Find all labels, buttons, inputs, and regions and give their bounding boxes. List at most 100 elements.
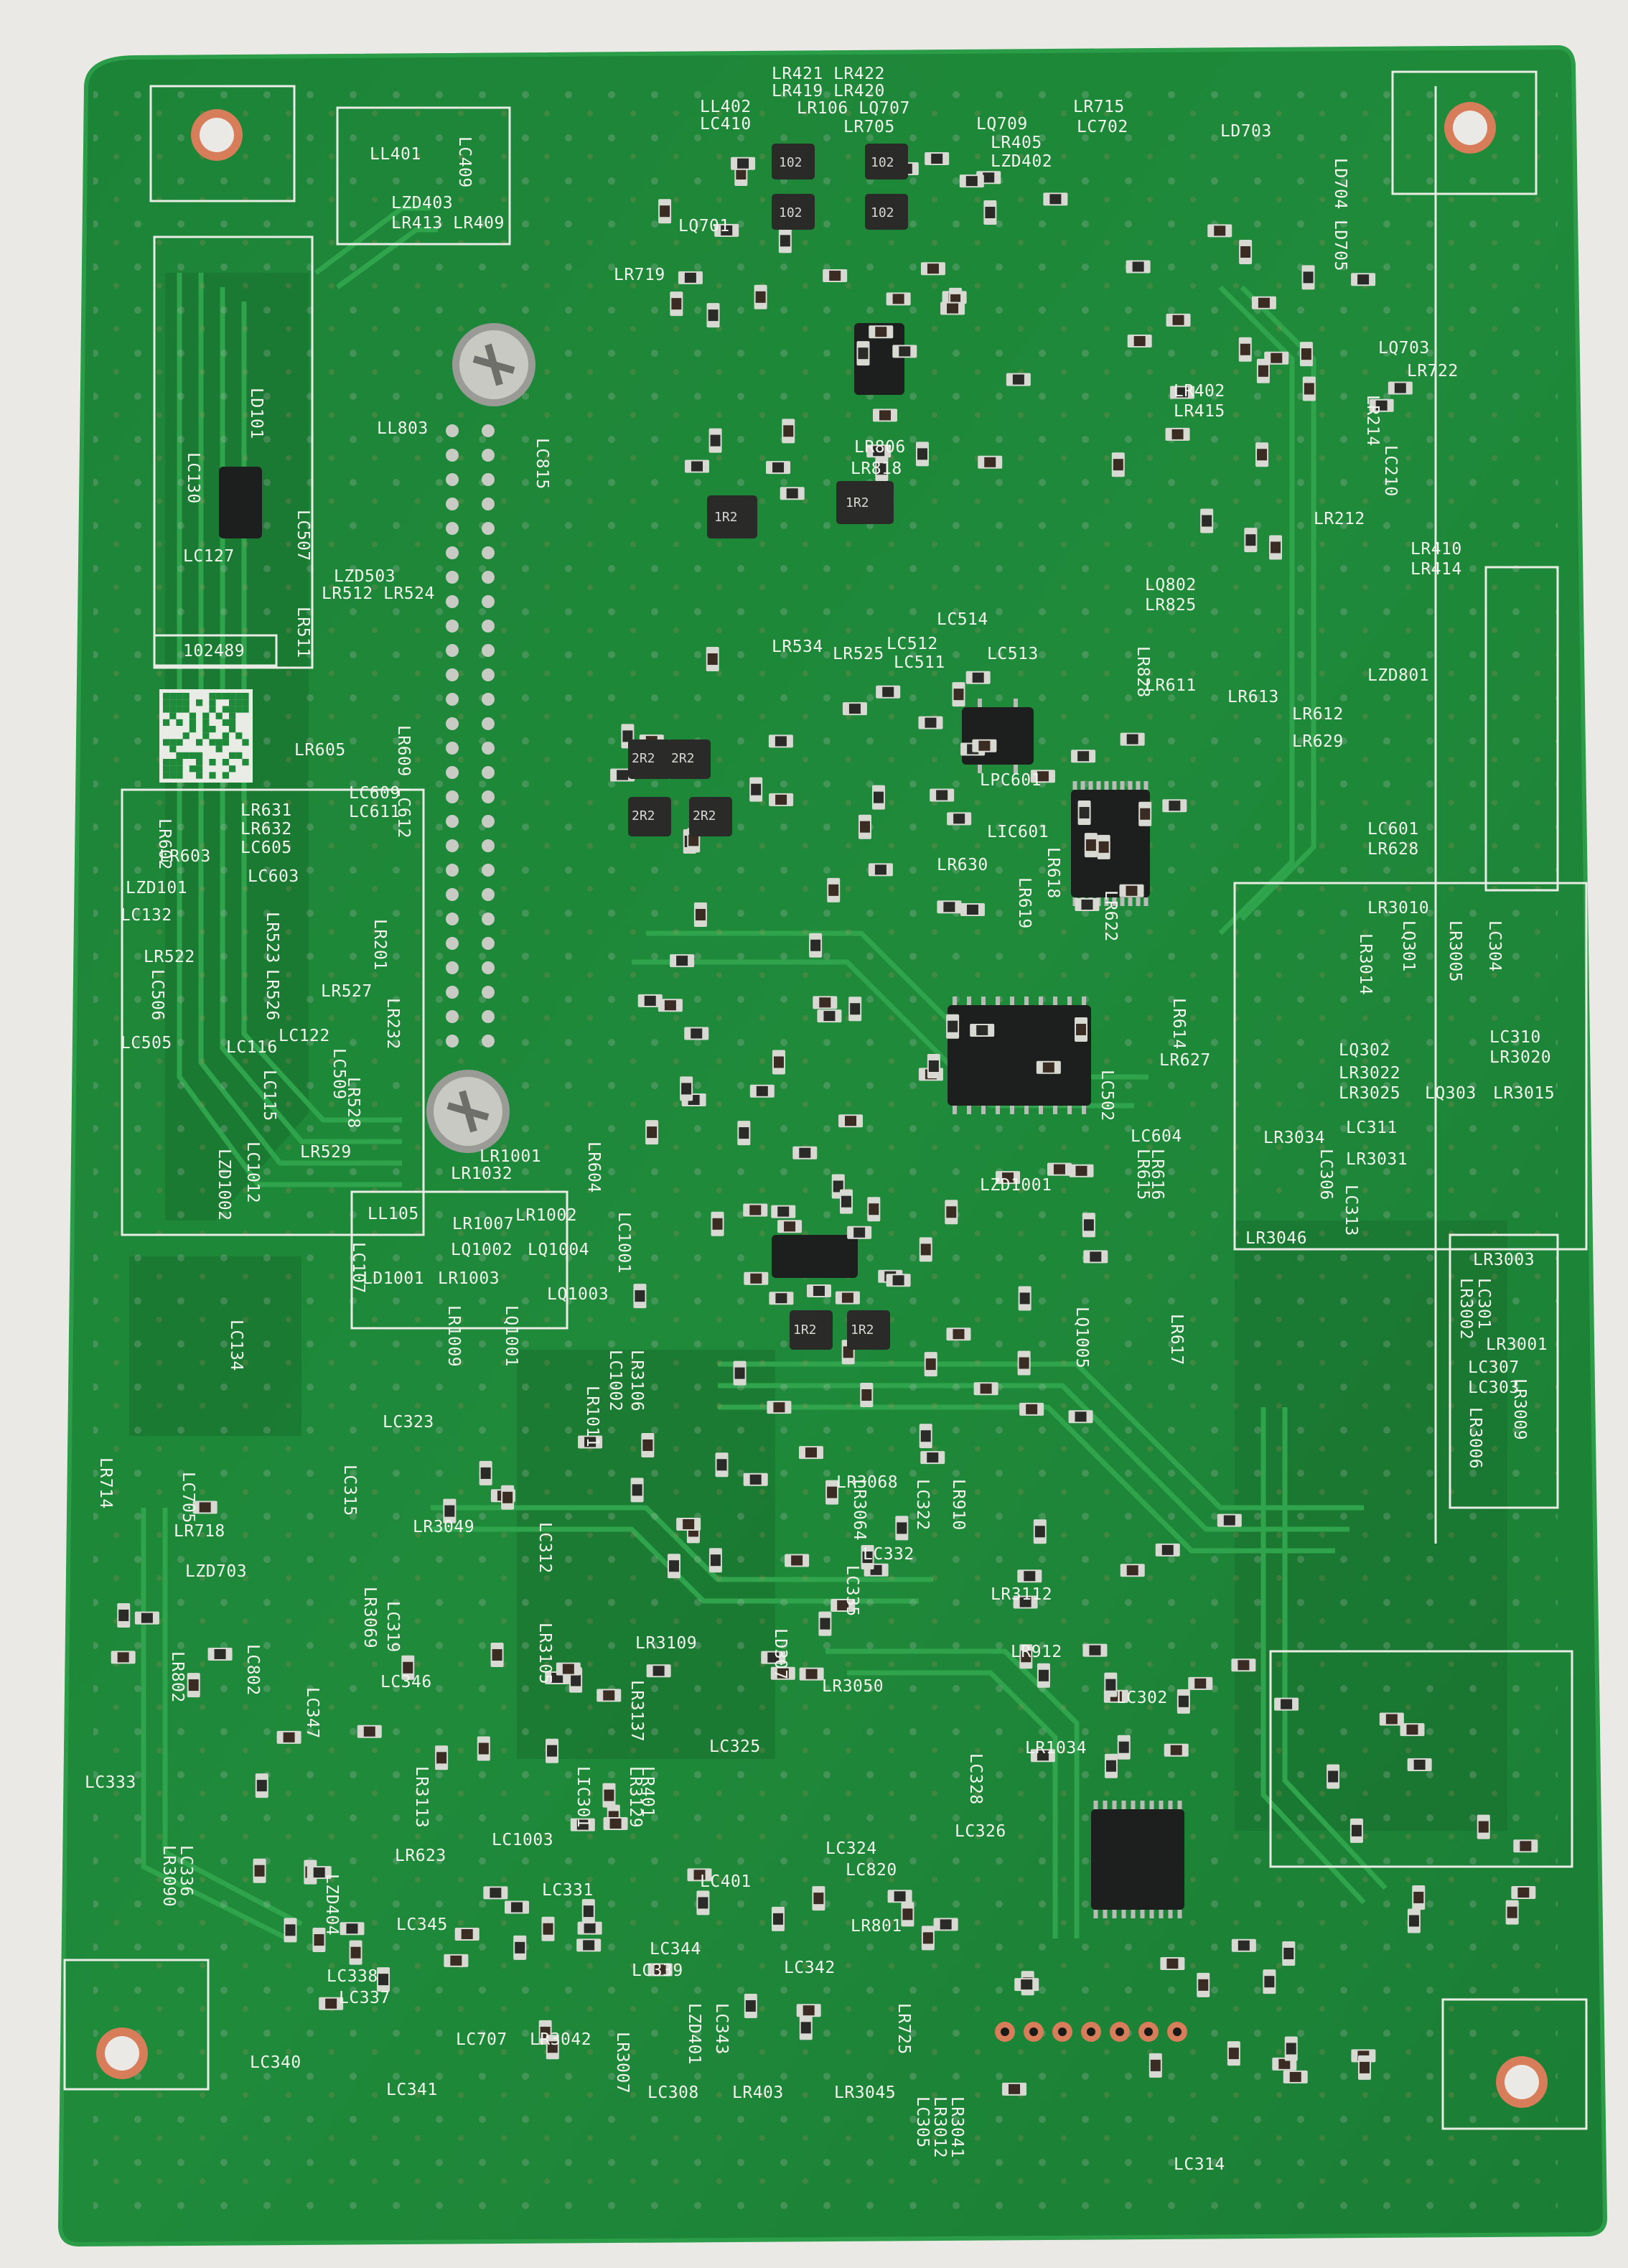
label: LR605 bbox=[294, 741, 346, 760]
header-pin bbox=[482, 839, 495, 852]
smd-body bbox=[1170, 1745, 1182, 1755]
header-pin bbox=[482, 864, 495, 877]
header-pin bbox=[482, 815, 495, 828]
smd-body bbox=[805, 1447, 817, 1458]
smd-body bbox=[948, 1020, 958, 1032]
smd-body bbox=[118, 1609, 129, 1621]
label: LR1032 bbox=[451, 1165, 513, 1183]
smd-body bbox=[972, 672, 984, 683]
label: LR3090 bbox=[159, 1845, 178, 1907]
ic-pins bbox=[953, 699, 1182, 1918]
label: LZD402 bbox=[991, 152, 1052, 171]
label: LR629 bbox=[1292, 732, 1344, 751]
label: LC301 bbox=[1474, 1278, 1493, 1330]
label: LC605 bbox=[240, 839, 292, 857]
label: LC322 bbox=[913, 1479, 932, 1531]
label: LC511 bbox=[894, 653, 945, 672]
header-pin bbox=[446, 717, 459, 730]
qr-module bbox=[235, 732, 243, 739]
label: LQ301 bbox=[1399, 920, 1418, 972]
label: LC409 bbox=[455, 136, 474, 188]
label: LC116 bbox=[226, 1038, 278, 1057]
ic-pin bbox=[1103, 1910, 1108, 1918]
qr-module bbox=[182, 732, 190, 739]
smd-body bbox=[1049, 194, 1062, 205]
qr-module bbox=[229, 726, 236, 733]
label: LC604 bbox=[1131, 1127, 1182, 1146]
smd-body bbox=[562, 1663, 574, 1674]
ic-pin bbox=[1053, 1106, 1057, 1114]
label: LR3014 bbox=[1356, 933, 1375, 995]
qr-module bbox=[169, 706, 177, 713]
qr-module bbox=[215, 712, 223, 719]
qr-module bbox=[202, 712, 210, 719]
qr-module bbox=[242, 739, 249, 746]
smd-body bbox=[1083, 1219, 1094, 1231]
smd-body bbox=[947, 303, 959, 314]
label: LC303 bbox=[1468, 1378, 1520, 1397]
smd-body bbox=[712, 1218, 723, 1230]
label: LQ703 bbox=[1378, 339, 1430, 358]
label: LC707 bbox=[456, 2030, 507, 2049]
smd-body bbox=[985, 206, 996, 218]
label: LR1003 bbox=[438, 1269, 500, 1288]
label: LC609 bbox=[349, 784, 401, 803]
label: LR401 bbox=[638, 1766, 657, 1818]
smd-body bbox=[450, 1955, 462, 1966]
smd-body bbox=[1385, 1714, 1398, 1725]
ic-pin bbox=[1128, 781, 1133, 790]
smd-body bbox=[805, 1669, 818, 1679]
connector-hole bbox=[1087, 2027, 1095, 2036]
label: LC336 bbox=[177, 1845, 195, 1897]
smd-body bbox=[1089, 1645, 1101, 1656]
qr-module bbox=[176, 759, 183, 766]
label: LR106 LQ707 bbox=[797, 99, 910, 118]
label: LQ709 bbox=[976, 115, 1028, 134]
ic-pin bbox=[1120, 781, 1125, 790]
ic-pin bbox=[1103, 1801, 1108, 1809]
smd-body bbox=[940, 1919, 952, 1930]
label: LC315 bbox=[340, 1465, 359, 1516]
label: 102489 bbox=[183, 642, 245, 661]
header-pin bbox=[482, 595, 495, 608]
smd-body bbox=[1375, 400, 1388, 411]
smd-body bbox=[671, 298, 682, 310]
qr-module bbox=[189, 752, 196, 759]
ic-top-driver bbox=[854, 323, 904, 395]
header-pin bbox=[482, 522, 495, 535]
ic-pin bbox=[1140, 1801, 1145, 1809]
smd-body bbox=[1113, 459, 1123, 471]
header-pin bbox=[446, 644, 459, 657]
qr-module bbox=[169, 745, 177, 752]
label: LR214 bbox=[1363, 395, 1382, 447]
header-pin bbox=[482, 620, 495, 633]
smd-body bbox=[1077, 751, 1090, 762]
smd-body bbox=[647, 1126, 658, 1139]
ic-pin bbox=[1177, 1801, 1182, 1809]
smd-body bbox=[583, 1905, 594, 1918]
label: LR405 bbox=[991, 134, 1042, 152]
label: LR3034 bbox=[1263, 1129, 1325, 1147]
label: LR3068 bbox=[836, 1473, 898, 1492]
smd-body bbox=[978, 740, 991, 751]
header-pin bbox=[482, 717, 495, 730]
smd-body bbox=[1024, 1571, 1036, 1582]
smd-body bbox=[256, 1780, 267, 1792]
marking: 102 bbox=[871, 155, 894, 170]
ic-pin bbox=[1131, 1801, 1136, 1809]
label: LR725 bbox=[894, 2003, 913, 2055]
smd-body bbox=[775, 736, 787, 747]
smd-body bbox=[676, 956, 688, 966]
smd-body bbox=[1053, 1164, 1065, 1175]
smd-body bbox=[946, 1206, 957, 1218]
ic-pin bbox=[1024, 1106, 1029, 1114]
smd-body bbox=[1172, 314, 1184, 325]
smd-body bbox=[1238, 1660, 1250, 1671]
smd-body bbox=[820, 1618, 831, 1630]
smd-body bbox=[1021, 1651, 1031, 1663]
header-pin bbox=[482, 571, 495, 584]
label: LC1001 bbox=[614, 1212, 633, 1274]
header-pin bbox=[446, 620, 459, 633]
label: LC319 bbox=[383, 1601, 402, 1653]
